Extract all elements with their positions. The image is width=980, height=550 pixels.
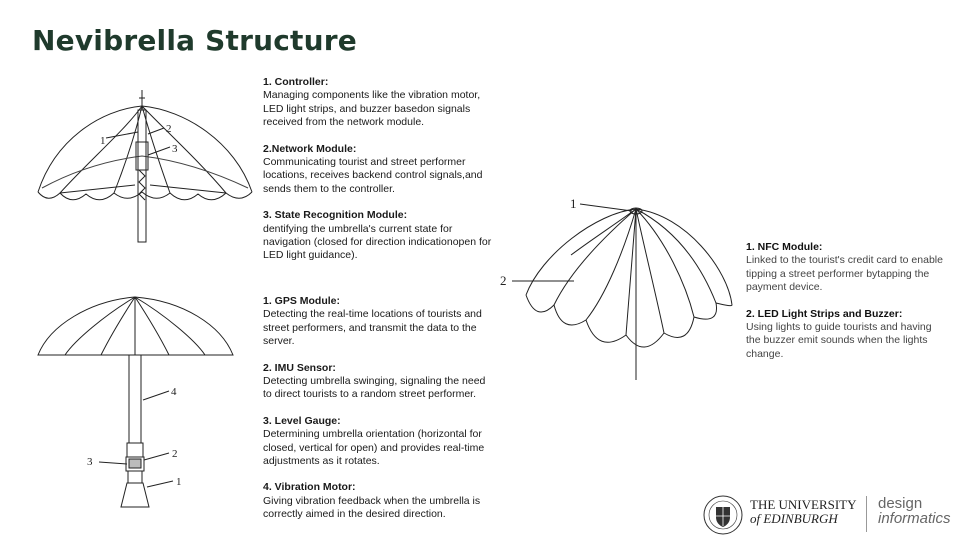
figure-umbrella-open: 1 2: [500, 196, 733, 380]
component-description: Communicating tourist and street perform…: [263, 156, 483, 195]
component-heading: 2. IMU Sensor:: [263, 361, 336, 374]
page-title: Nevibrella Structure: [32, 24, 357, 57]
component-description: Detecting umbrella swinging, signaling t…: [263, 375, 486, 401]
fig1-callout-2: 2: [166, 123, 172, 135]
university-wordmark: THE UNIVERSITY of EDINBURGH: [750, 498, 857, 526]
component-heading: 3. Level Gauge:: [263, 414, 341, 427]
fig2-callout-3: 3: [87, 456, 93, 468]
component-item: 4. Vibration Motor: Giving vibration fee…: [263, 481, 495, 521]
component-description: Managing components like the vibration m…: [263, 89, 481, 129]
component-heading: 1. GPS Module:: [263, 295, 341, 307]
component-heading: 3. State Recognition Module:: [263, 209, 408, 222]
component-list-controller-group: 1. Controller: Managing components like …: [263, 76, 495, 276]
component-list-canopy-group: 1. NFC Module: Linked to the tourist's c…: [746, 241, 946, 374]
component-description: Detecting the real-time locations of tou…: [263, 308, 482, 348]
university-line1: THE UNIVERSITY: [750, 497, 857, 512]
design-informatics-wordmark: design informatics: [878, 496, 951, 526]
component-item: 1. NFC Module: Linked to the tourist's c…: [746, 241, 946, 295]
component-description: Determining umbrella orientation (horizo…: [263, 428, 485, 468]
component-heading: 1. Controller:: [263, 76, 329, 88]
brand-line2: informatics: [878, 510, 951, 527]
fig3-callout-1: 1: [570, 196, 577, 211]
fig2-callout-2: 2: [172, 448, 178, 460]
fig2-callout-4: 4: [171, 386, 177, 398]
component-description: Using lights to guide tourists and havin…: [746, 321, 932, 360]
brand-line1: design: [878, 495, 923, 512]
component-item: 2.Network Module: Communicating tourist …: [263, 143, 495, 197]
component-heading: 2. LED Light Strips and Buzzer:: [746, 307, 903, 320]
component-description: Giving vibration feedback when the umbre…: [263, 494, 481, 521]
university-line2: of EDINBURGH: [750, 511, 838, 526]
component-description: Linked to the tourist's credit card to e…: [746, 254, 943, 294]
university-crest-icon: [703, 495, 743, 535]
fig1-callout-1: 1: [100, 135, 106, 147]
component-item: 3. State Recognition Module: dentifying …: [263, 209, 495, 263]
fig2-callout-1: 1: [176, 476, 182, 488]
component-heading: 4. Vibration Motor:: [263, 481, 356, 494]
component-item: 1. GPS Module: Detecting the real-time l…: [263, 295, 495, 349]
figure-umbrella-controller: 1 2 3: [37, 90, 253, 243]
component-description: dentifying the umbrella's current state …: [263, 222, 492, 262]
component-list-handle-group: 1. GPS Module: Detecting the real-time l…: [263, 295, 495, 535]
fig1-callout-3: 3: [172, 143, 178, 155]
component-heading: 2.Network Module:: [263, 142, 357, 155]
figure-umbrella-handle: 4 3 2 1: [37, 296, 234, 508]
component-item: 2. LED Light Strips and Buzzer: Using li…: [746, 308, 946, 362]
fig3-callout-2: 2: [500, 273, 507, 288]
component-item: 3. Level Gauge: Determining umbrella ori…: [263, 415, 495, 469]
component-heading: 1. NFC Module:: [746, 241, 823, 253]
footer-divider: [866, 496, 867, 532]
component-item: 1. Controller: Managing components like …: [263, 76, 495, 130]
component-item: 2. IMU Sensor: Detecting umbrella swingi…: [263, 362, 495, 402]
